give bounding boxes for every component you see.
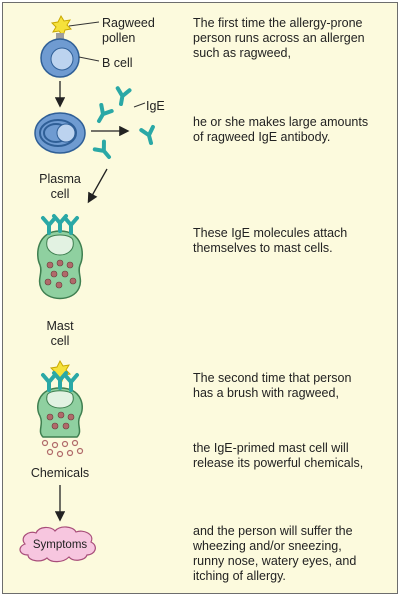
symptoms-cloud-icon — [19, 526, 96, 563]
step-5-text: the IgE-primed mast cell will release it… — [193, 441, 398, 471]
receptor-icon — [56, 33, 64, 40]
step-3-line-2: themselves to mast cells. — [193, 241, 333, 255]
bound-ige-antibody-icon — [41, 373, 57, 392]
step-1-line-1: The first time the allergy-prone — [193, 16, 363, 30]
bound-ige-antibody-icon — [63, 373, 79, 392]
step-4-line-1: The second time that person — [193, 371, 352, 385]
degranulating-mast-cell-icon — [37, 387, 84, 458]
step-3-line-1: These IgE molecules attach — [193, 226, 348, 240]
bound-ige-antibody-icon — [41, 216, 57, 235]
ige-antibody-icon — [92, 139, 116, 163]
label-plasma: Plasma — [39, 172, 81, 186]
label-pollen: pollen — [102, 31, 136, 45]
step-3-text: These IgE molecules attach themselves to… — [193, 226, 398, 256]
step-6-line-1: and the person will suffer the — [193, 524, 353, 538]
mast-cell-icon — [37, 230, 83, 300]
plasma-cell-icon — [34, 112, 86, 154]
label-mast-cell: cell — [50, 334, 70, 348]
label-symptoms: Symptoms — [32, 539, 88, 551]
step-1-line-3: such as ragweed, — [193, 46, 291, 60]
step-1-text: The first time the allergy-prone person … — [193, 16, 398, 61]
ige-antibody-icon — [91, 103, 114, 126]
label-plasma-cell: cell — [50, 187, 70, 201]
step-5-line-2: release its powerful chemicals, — [193, 456, 364, 470]
b-cell-icon — [40, 38, 80, 78]
ige-leader-line — [133, 102, 146, 108]
step-2-line-1: he or she makes large amounts — [193, 115, 369, 129]
step-5-line-1: the IgE-primed mast cell will — [193, 441, 349, 455]
label-ige: IgE — [146, 99, 165, 113]
step-6-line-4: itching of allergy. — [193, 569, 286, 583]
step-4-text: The second time that person has a brush … — [193, 371, 398, 401]
label-b-cell: B cell — [102, 56, 133, 70]
step-6-text: and the person will suffer the wheezing … — [193, 524, 398, 584]
diagram-artwork — [19, 14, 159, 563]
step-6-line-2: wheezing and/or sneezing, — [193, 539, 342, 553]
ige-antibody-icon — [139, 124, 159, 147]
bcell-leader-line — [78, 56, 100, 62]
pollen-leader-line — [68, 21, 100, 27]
step-2-line-2: of ragweed IgE antibody. — [193, 130, 331, 144]
step-1-line-2: person runs across an allergen — [193, 31, 365, 45]
label-mast: Mast — [46, 319, 74, 333]
step-2-text: he or she makes large amounts of ragweed… — [193, 115, 398, 145]
label-ragweed: Ragweed — [102, 16, 155, 30]
step-4-line-2: has a brush with ragweed, — [193, 386, 339, 400]
arrow-diagonal — [87, 168, 108, 204]
step-6-line-3: runny nose, watery eyes, and — [193, 554, 357, 568]
label-chemicals: Chemicals — [30, 466, 90, 480]
ige-antibody-icon — [113, 86, 132, 108]
bound-ige-antibody-icon — [63, 216, 79, 235]
